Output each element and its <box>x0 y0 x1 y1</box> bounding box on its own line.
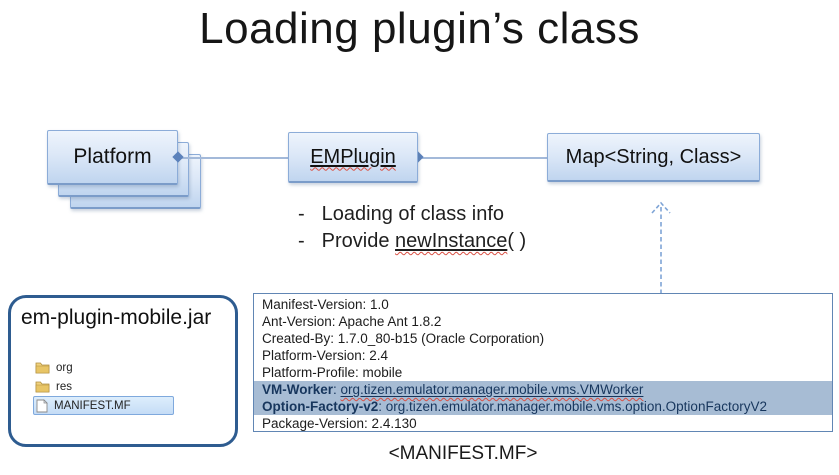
bullet-item: - Provide newInstance( ) <box>298 228 526 255</box>
bullet-list: - Loading of class info - Provide newIns… <box>298 201 526 255</box>
file-name: org <box>56 361 73 374</box>
manifest-line: Ant-Version: Apache Ant 1.8.2 <box>262 314 442 329</box>
slide-title: Loading plugin’s class <box>199 4 640 53</box>
folder-icon <box>35 380 50 393</box>
manifest-separator: : <box>378 399 386 414</box>
bullet-text: Loading of class info <box>321 203 505 225</box>
manifest-line: Created-By: 1.7.0_80-b15 (Oracle Corpora… <box>262 331 545 346</box>
bullet-dash: - <box>298 203 305 225</box>
emplugin-box: EMPlugin <box>288 132 418 183</box>
file-row-manifest-selected: MANIFEST.MF <box>33 396 174 415</box>
manifest-separator: : <box>333 382 341 397</box>
manifest-key: Option-Factory-v2 <box>262 399 379 414</box>
dashed-up-arrow-icon <box>651 201 671 294</box>
file-name: MANIFEST.MF <box>54 399 131 412</box>
bullet-dash: - <box>298 230 305 252</box>
manifest-line-option-factory: Option-Factory-v2: org.tizen.emulator.ma… <box>254 398 832 415</box>
emplugin-box-label: EMPlugin <box>310 145 396 168</box>
connector-emplugin-map <box>422 157 549 159</box>
map-box: Map<String, Class> <box>547 133 760 182</box>
jar-file-list: org res MANIFEST.MF <box>33 358 174 415</box>
manifest-line-vm-worker: VM-Worker: org.tizen.emulator.manager.mo… <box>254 381 832 398</box>
manifest-caption: <MANIFEST.MF> <box>388 443 538 464</box>
file-row-org: org <box>33 358 174 377</box>
file-row-res: res <box>33 377 174 396</box>
bullet-item: - Loading of class info <box>298 201 526 228</box>
jar-panel: em-plugin-mobile.jar org r <box>8 295 238 447</box>
manifest-key: VM-Worker <box>262 382 334 397</box>
file-icon <box>36 398 48 413</box>
folder-icon <box>35 361 50 374</box>
connector-platform-emplugin <box>180 157 290 159</box>
manifest-line: Manifest-Version: 1.0 <box>262 297 389 312</box>
jar-title: em-plugin-mobile.jar <box>21 306 212 329</box>
manifest-value-underlined: org.tizen.emulator.manager.mobile.vms.VM… <box>340 382 644 397</box>
manifest-panel: Manifest-Version: 1.0 Ant-Version: Apach… <box>253 293 833 432</box>
new-instance-underlined: newInstance <box>395 230 508 252</box>
manifest-line: Package-Version: 2.4.130 <box>262 416 417 431</box>
manifest-line: Platform-Version: 2.4 <box>262 348 389 363</box>
manifest-value: org.tizen.emulator.manager.mobile.vms.op… <box>385 399 767 414</box>
bullet-text: Provide newInstance( ) <box>321 230 527 252</box>
map-box-label: Map<String, Class> <box>565 145 742 168</box>
platform-box: Platform <box>47 130 178 185</box>
platform-box-label: Platform <box>73 145 152 168</box>
file-name: res <box>56 380 72 393</box>
manifest-line: Platform-Profile: mobile <box>262 365 403 380</box>
